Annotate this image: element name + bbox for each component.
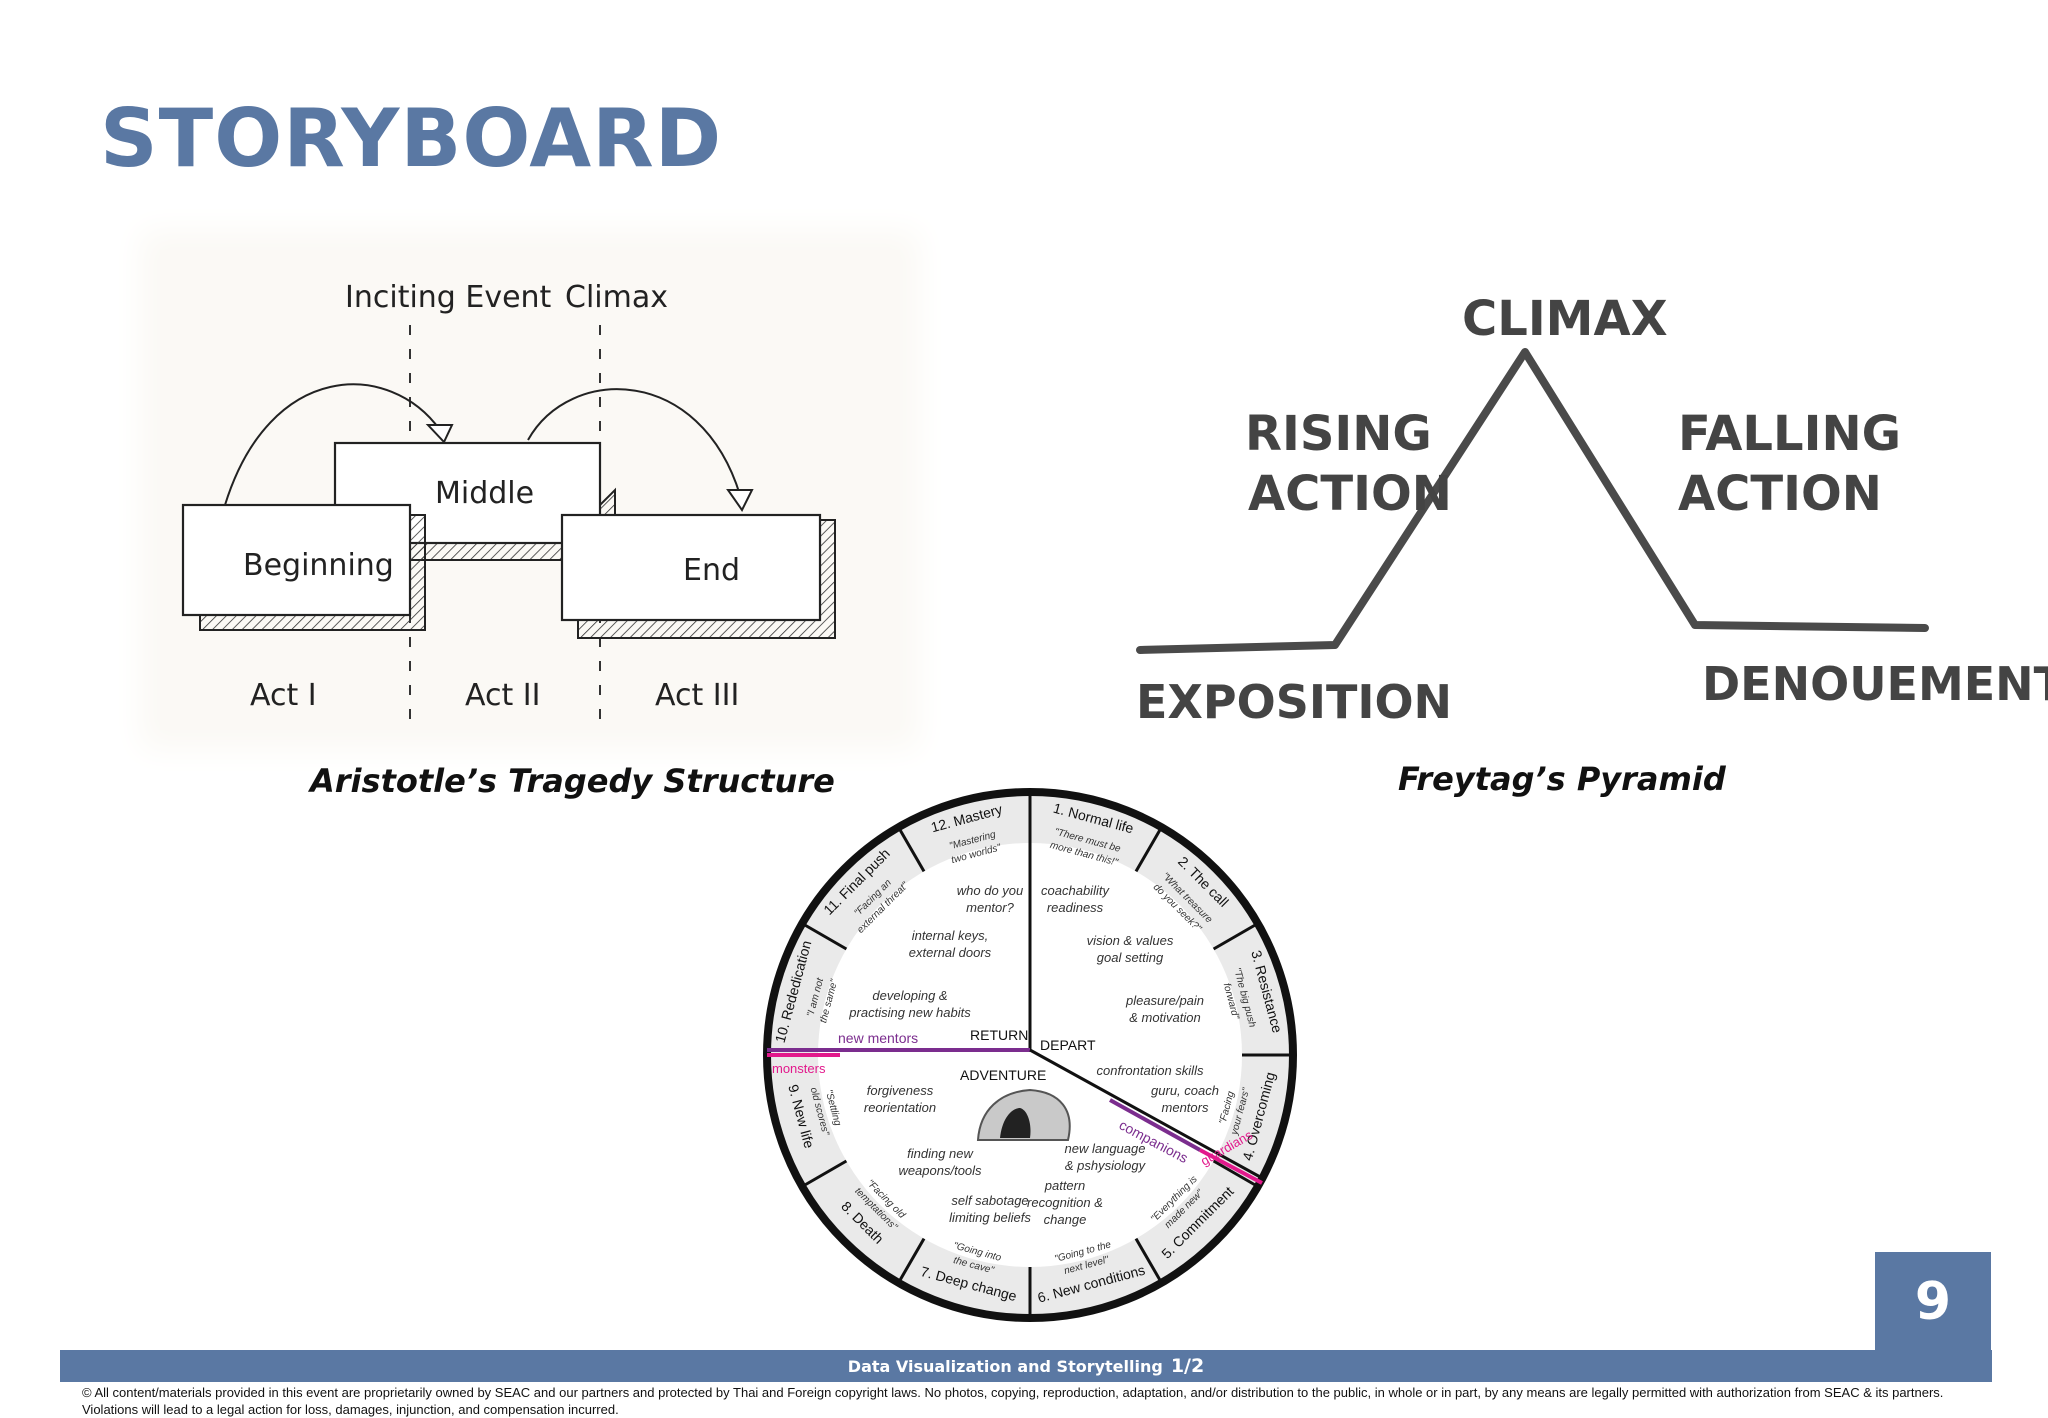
stage-divider <box>897 826 926 873</box>
label-denouement: DENOUEMENT <box>1702 657 2048 711</box>
inner-phrase-weapons: finding new weapons/tools <box>898 1146 982 1178</box>
stage-divider <box>1212 1159 1259 1188</box>
arrow-middle-to-end <box>527 388 741 496</box>
label-act-3: Act III <box>655 678 739 713</box>
aristotle-caption: Aristotle’s Tragedy Structure <box>310 762 835 800</box>
label-return: RETURN <box>970 1027 1028 1043</box>
inner-phrase-line: goal setting <box>1097 950 1164 965</box>
inner-phrase-habits: developing & practising new habits <box>848 988 971 1020</box>
label-new-mentors: new mentors <box>838 1030 918 1046</box>
label-falling-1: FALLING <box>1678 406 1901 462</box>
label-monsters: monsters <box>772 1061 826 1076</box>
inner-phrase-line: reorientation <box>864 1100 936 1115</box>
label-falling-2: ACTION <box>1678 466 1882 522</box>
inner-phrase-line: pleasure/pain <box>1125 993 1204 1008</box>
inner-phrase-line: who do you <box>957 883 1024 898</box>
stage-divider <box>801 922 848 951</box>
inner-phrase-line: internal keys, <box>912 928 989 943</box>
freytag-caption: Freytag’s Pyramid <box>1398 760 1726 798</box>
inner-phrase-line: self sabotage <box>951 1193 1028 1208</box>
copyright-line-2: Violations will lead to a legal action f… <box>82 1402 619 1417</box>
inner-phrase-line: & pshysiology <box>1065 1158 1147 1173</box>
divider-diagonal-purple <box>1109 1098 1201 1152</box>
copyright-line-1: © All content/materials provided in this… <box>82 1385 1944 1400</box>
inner-phrase-language: new language & pshysiology <box>1065 1141 1147 1173</box>
arrow-head-middle <box>425 424 454 444</box>
label-middle: Middle <box>435 476 534 511</box>
inner-phrase-line: developing & <box>872 988 947 1003</box>
slide-title: STORYBOARD <box>100 92 723 185</box>
label-inciting-event: Inciting Event <box>345 280 552 315</box>
inner-phrase-confront: confrontation skills <box>1097 1063 1204 1078</box>
divider-diagonal-pink <box>1199 1148 1263 1185</box>
inner-phrase-line: confrontation skills <box>1097 1063 1204 1078</box>
inner-phrase-who: who do you mentor? <box>957 883 1024 915</box>
footer-part: 1/2 <box>1170 1355 1205 1377</box>
arrow-begin-to-middle <box>224 383 441 506</box>
inner-phrase-line: forgiveness <box>867 1083 934 1098</box>
inner-phrase-pleasure: pleasure/pain & motivation <box>1125 993 1204 1025</box>
inner-phrase-vision: vision & values goal setting <box>1087 933 1174 965</box>
inner-phrase-keys: internal keys, external doors <box>909 928 992 960</box>
stage-divider <box>1134 826 1163 873</box>
stage-divider <box>801 1159 848 1188</box>
inner-phrase-line: practising new habits <box>848 1005 971 1020</box>
inner-phrase-sabotage: self sabotage limiting beliefs <box>949 1193 1031 1225</box>
footer-course: Data Visualization and Storytelling <box>847 1356 1163 1376</box>
inner-phrase-line: new language <box>1065 1141 1146 1156</box>
label-beginning: Beginning <box>243 548 394 583</box>
copyright-notice: © All content/materials provided in this… <box>82 1384 1982 1418</box>
cave-entrance <box>1000 1108 1031 1138</box>
inner-phrase-line: limiting beliefs <box>949 1210 1031 1225</box>
inner-phrase-forgive: forgiveness reorientation <box>864 1083 936 1115</box>
footer-bar: Data Visualization and Storytelling 1/2 <box>60 1350 1992 1382</box>
inner-phrase-line: mentor? <box>966 900 1014 915</box>
inner-phrase-line: pattern <box>1044 1178 1085 1193</box>
inner-phrase-line: mentors <box>1162 1100 1209 1115</box>
beginning-box <box>181 503 412 617</box>
divider-diagonal <box>1029 1048 1263 1180</box>
label-act-2: Act II <box>465 678 540 713</box>
label-end: End <box>683 553 740 588</box>
wheel-inner-disc <box>818 843 1242 1267</box>
inner-phrase-line: finding new <box>907 1146 974 1161</box>
inner-phrase-line: weapons/tools <box>898 1163 982 1178</box>
inner-phrase-line: vision & values <box>1087 933 1174 948</box>
end-box <box>560 513 822 622</box>
inner-phrase-line: readiness <box>1047 900 1104 915</box>
label-depart: DEPART <box>1040 1037 1096 1053</box>
inner-phrase-line: change <box>1044 1212 1087 1227</box>
stage-divider <box>1134 1237 1163 1284</box>
inner-phrase-line: & motivation <box>1129 1010 1201 1025</box>
label-act-1: Act I <box>250 678 317 713</box>
stage-divider <box>1212 922 1259 951</box>
label-freytag-climax: CLIMAX <box>1462 291 1668 347</box>
page-number: 9 <box>1875 1252 1991 1352</box>
label-climax: Climax <box>565 280 668 315</box>
label-exposition: EXPOSITION <box>1136 675 1452 729</box>
inner-phrase-guru: guru, coach mentors <box>1151 1083 1219 1115</box>
label-rising-1: RISING <box>1245 406 1432 462</box>
label-rising-2: ACTION <box>1248 466 1452 522</box>
inner-phrase-pattern: pattern recognition & change <box>1027 1178 1103 1227</box>
inner-phrase-line: guru, coach <box>1151 1083 1219 1098</box>
inner-phrase-line: recognition & <box>1027 1195 1103 1210</box>
arrow-head-end <box>726 489 754 512</box>
inner-phrase-coach: coachability readiness <box>1041 883 1110 915</box>
stage-divider <box>897 1237 926 1284</box>
inner-phrase-line: coachability <box>1041 883 1110 898</box>
inner-phrase-line: external doors <box>909 945 992 960</box>
label-adventure: ADVENTURE <box>960 1067 1046 1083</box>
pyramid-line <box>1136 348 1929 654</box>
